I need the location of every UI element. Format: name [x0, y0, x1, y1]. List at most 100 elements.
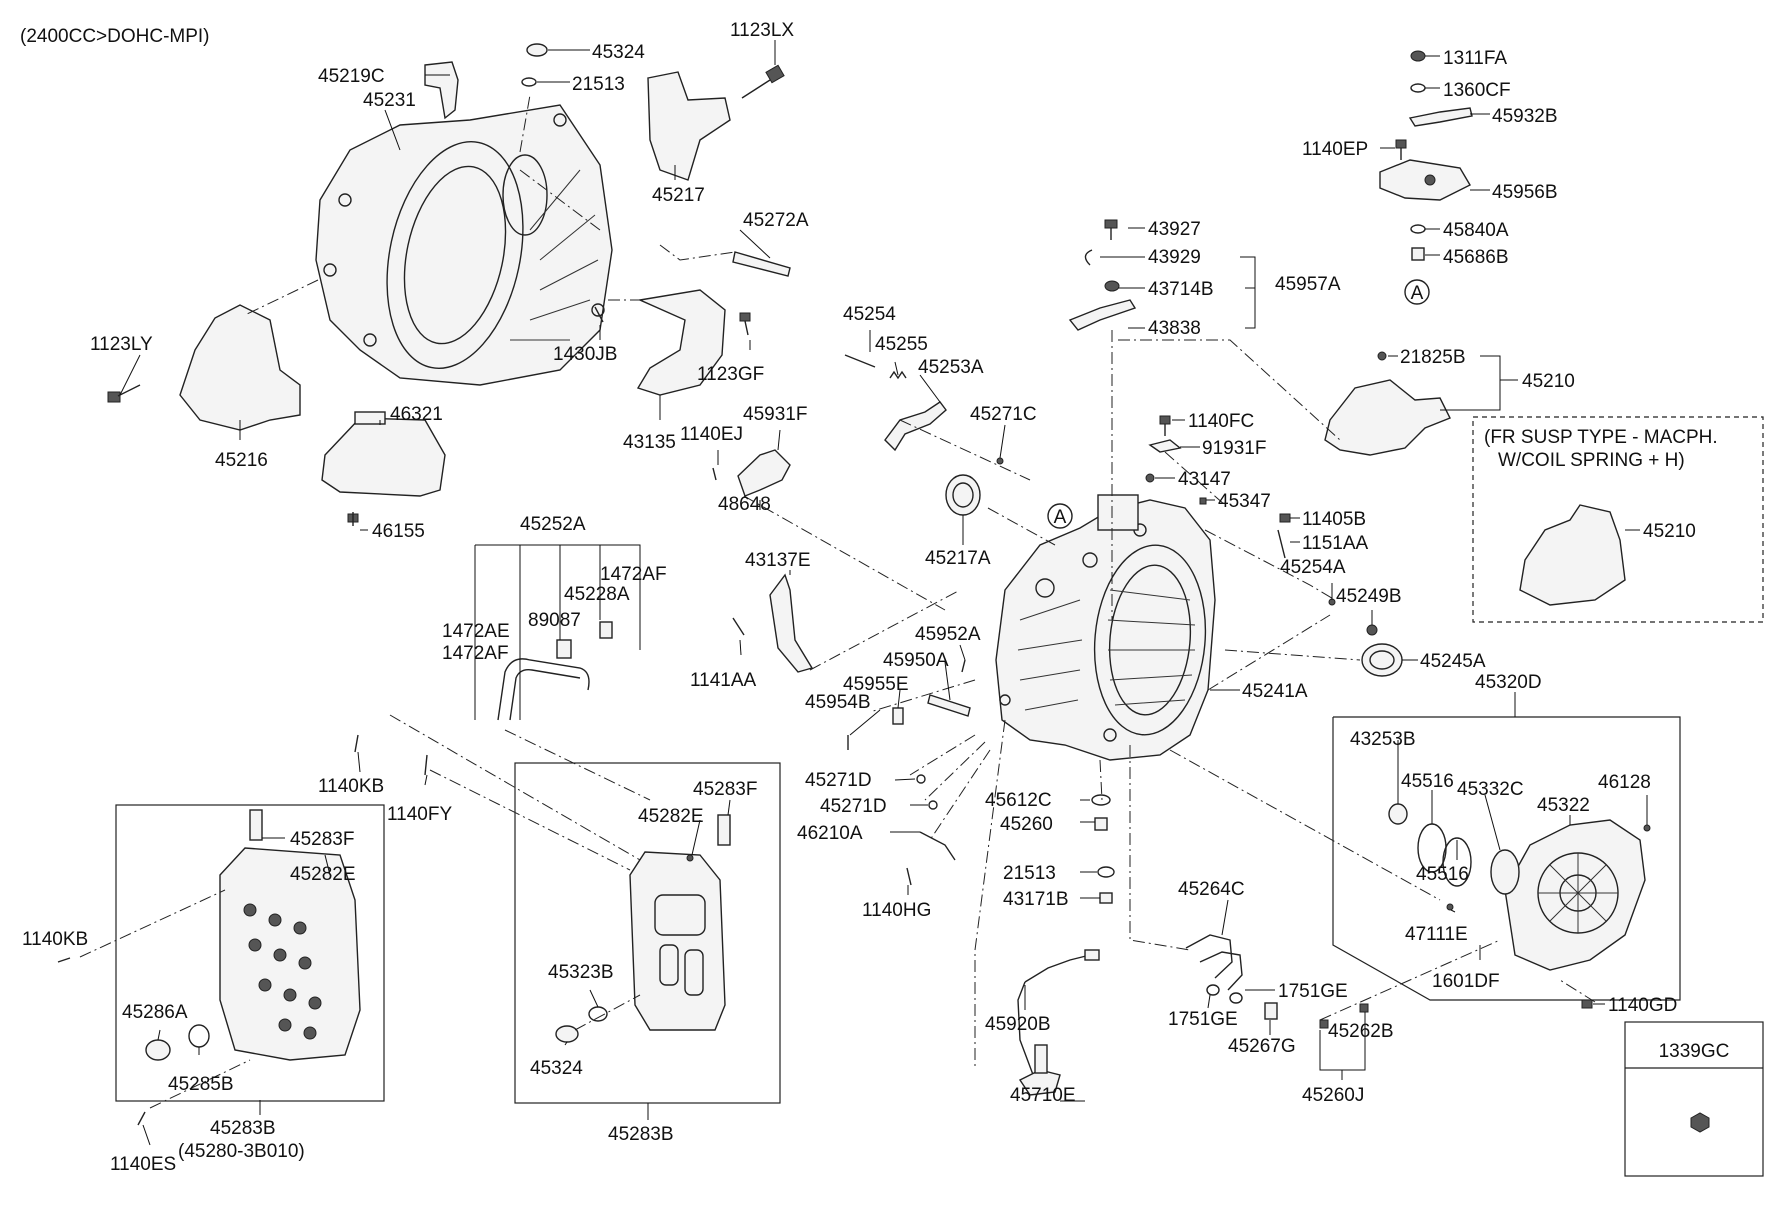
ref-mark-a-case-label: A [1054, 507, 1067, 528]
part-label-91931f: 91931F [1202, 438, 1266, 459]
part-label-21513: 21513 [572, 74, 625, 95]
bolt-1140ej-icon [712, 467, 717, 481]
clamp-1751ge-b [1229, 992, 1243, 1004]
bolt-1140hg-icon [906, 867, 912, 886]
bolt-1140kb-left-icon [57, 957, 71, 963]
part-label-1123gf: 1123GF [697, 364, 764, 385]
rear-cover-group-box [1332, 716, 1681, 1001]
bracket-45216 [179, 304, 301, 431]
lever-45932b [1408, 107, 1473, 127]
part-label-45516-upper: 45516 [1401, 771, 1454, 792]
part-label-45955e: 45955E [843, 674, 909, 695]
bolt-1123lx-icon [741, 64, 785, 99]
plug-45249b-icon [1366, 624, 1378, 636]
plug-45324b-icon [555, 1025, 579, 1043]
connector-89087 [556, 639, 572, 659]
valve-body-group-box-left [115, 804, 385, 1102]
part-label-45324: 45324 [592, 42, 645, 63]
oil-strainer-46321 [321, 417, 446, 497]
part-label-45286a: 45286A [122, 1002, 188, 1023]
bolt-45262b-a [1319, 1019, 1329, 1029]
part-label-45283f-left: 45283F [290, 829, 354, 850]
part-label-45271d-b: 45271D [820, 796, 887, 817]
converter-housing-45231 [315, 104, 613, 386]
part-label-45347: 45347 [1218, 491, 1271, 512]
legend-box [1624, 1021, 1764, 1177]
part-label-45710e: 45710E [1010, 1085, 1076, 1106]
plug-43147-icon [1145, 473, 1155, 483]
part-label-1472af-lower: 1472AF [442, 643, 509, 664]
part-label-1123ly: 1123LY [90, 334, 153, 355]
part-label-89087: 89087 [528, 610, 581, 631]
sensor-cable-45920b-lower [1017, 981, 1036, 1081]
part-label-45245a: 45245A [1420, 651, 1486, 672]
lever-43838 [1068, 299, 1137, 331]
bolt-46155-icon [347, 512, 359, 526]
nut-43714b-icon [1104, 280, 1120, 292]
part-label-45217a: 45217A [925, 548, 991, 569]
part-label-1140kb-top: 1140KB [318, 776, 384, 797]
spring-45255 [889, 370, 907, 380]
lever-45253a [884, 401, 947, 452]
bolt-45262b-b [1359, 1003, 1369, 1013]
part-label-1472af-upper: 1472AF [600, 564, 667, 585]
part-label-45264c: 45264C [1178, 879, 1245, 900]
part-label-1472ae: 1472AE [442, 621, 510, 642]
nut-1339gc-icon [1690, 1112, 1710, 1133]
part-label-45285b: 45285B [168, 1074, 234, 1095]
part-label-45267g: 45267G [1228, 1036, 1296, 1057]
part-label-45253a: 45253A [918, 357, 984, 378]
part-label-1751ge-left: 1751GE [1168, 1009, 1238, 1030]
part-label-45260j: 45260J [1302, 1085, 1364, 1106]
rear-cover-45322 [1504, 819, 1646, 971]
part-label-1140es: 1140ES [110, 1154, 176, 1175]
assembly-dash-lines [79, 94, 1596, 1109]
pin-45347-icon [1199, 497, 1207, 505]
part-label-45241a: 45241A [1242, 681, 1308, 702]
part-label-43135: 43135 [623, 432, 676, 453]
valve-body-cover-45282e-left [219, 847, 361, 1061]
part-label-43838: 43838 [1148, 318, 1201, 339]
bracket-91931f [1148, 439, 1182, 453]
part-label-45255: 45255 [875, 334, 928, 355]
bolt-1140ep-icon [1395, 139, 1407, 160]
part-label-21825b: 21825B [1400, 347, 1466, 368]
part-label-46210a: 46210A [797, 823, 863, 844]
part-label-43929: 43929 [1148, 247, 1201, 268]
spring-45271d-b [928, 800, 938, 810]
plug-43171b-icon [1099, 892, 1113, 904]
part-label-45322: 45322 [1537, 795, 1590, 816]
strainer-neck [354, 411, 386, 425]
solenoid-45283f-right [717, 814, 731, 846]
spring-45271d-a [916, 774, 926, 784]
part-label-45254a: 45254A [1280, 557, 1346, 578]
part-label-1141aa: 1141AA [690, 670, 757, 691]
part-label-1140kb-left: 1140KB [22, 929, 88, 950]
part-label-45217: 45217 [652, 185, 705, 206]
part-label-1140ej: 1140EJ [680, 424, 743, 445]
bracket-45931f [737, 449, 791, 497]
part-label-45231: 45231 [363, 90, 416, 111]
bracket-45217 [647, 71, 731, 181]
part-label-43171b: 43171B [1003, 889, 1069, 910]
pipe-45264c-b [1199, 951, 1243, 991]
oring-45285b-icon [188, 1024, 210, 1048]
part-label-45324-right: 45324 [530, 1058, 583, 1079]
part-label-1140fy: 1140FY [387, 804, 452, 825]
part-label-45283b-left: 45283B [210, 1118, 276, 1139]
part-label-46128: 46128 [1598, 772, 1651, 793]
clip-45228a [599, 621, 613, 639]
nut-1311fa-icon [1410, 50, 1426, 62]
plate-45950a [927, 694, 971, 717]
part-label-45950a: 45950A [883, 650, 949, 671]
part-label-1140ep: 1140EP [1302, 139, 1368, 160]
part-label-45271d-a: 45271D [805, 770, 872, 791]
bracket-45219c [424, 61, 459, 120]
part-label-45956b: 45956B [1492, 182, 1558, 203]
bolt-11405b-icon [1279, 513, 1291, 523]
gasket-21513-icon [521, 77, 537, 87]
pin-45272a [732, 251, 791, 277]
part-label-43137e: 43137E [745, 550, 811, 571]
